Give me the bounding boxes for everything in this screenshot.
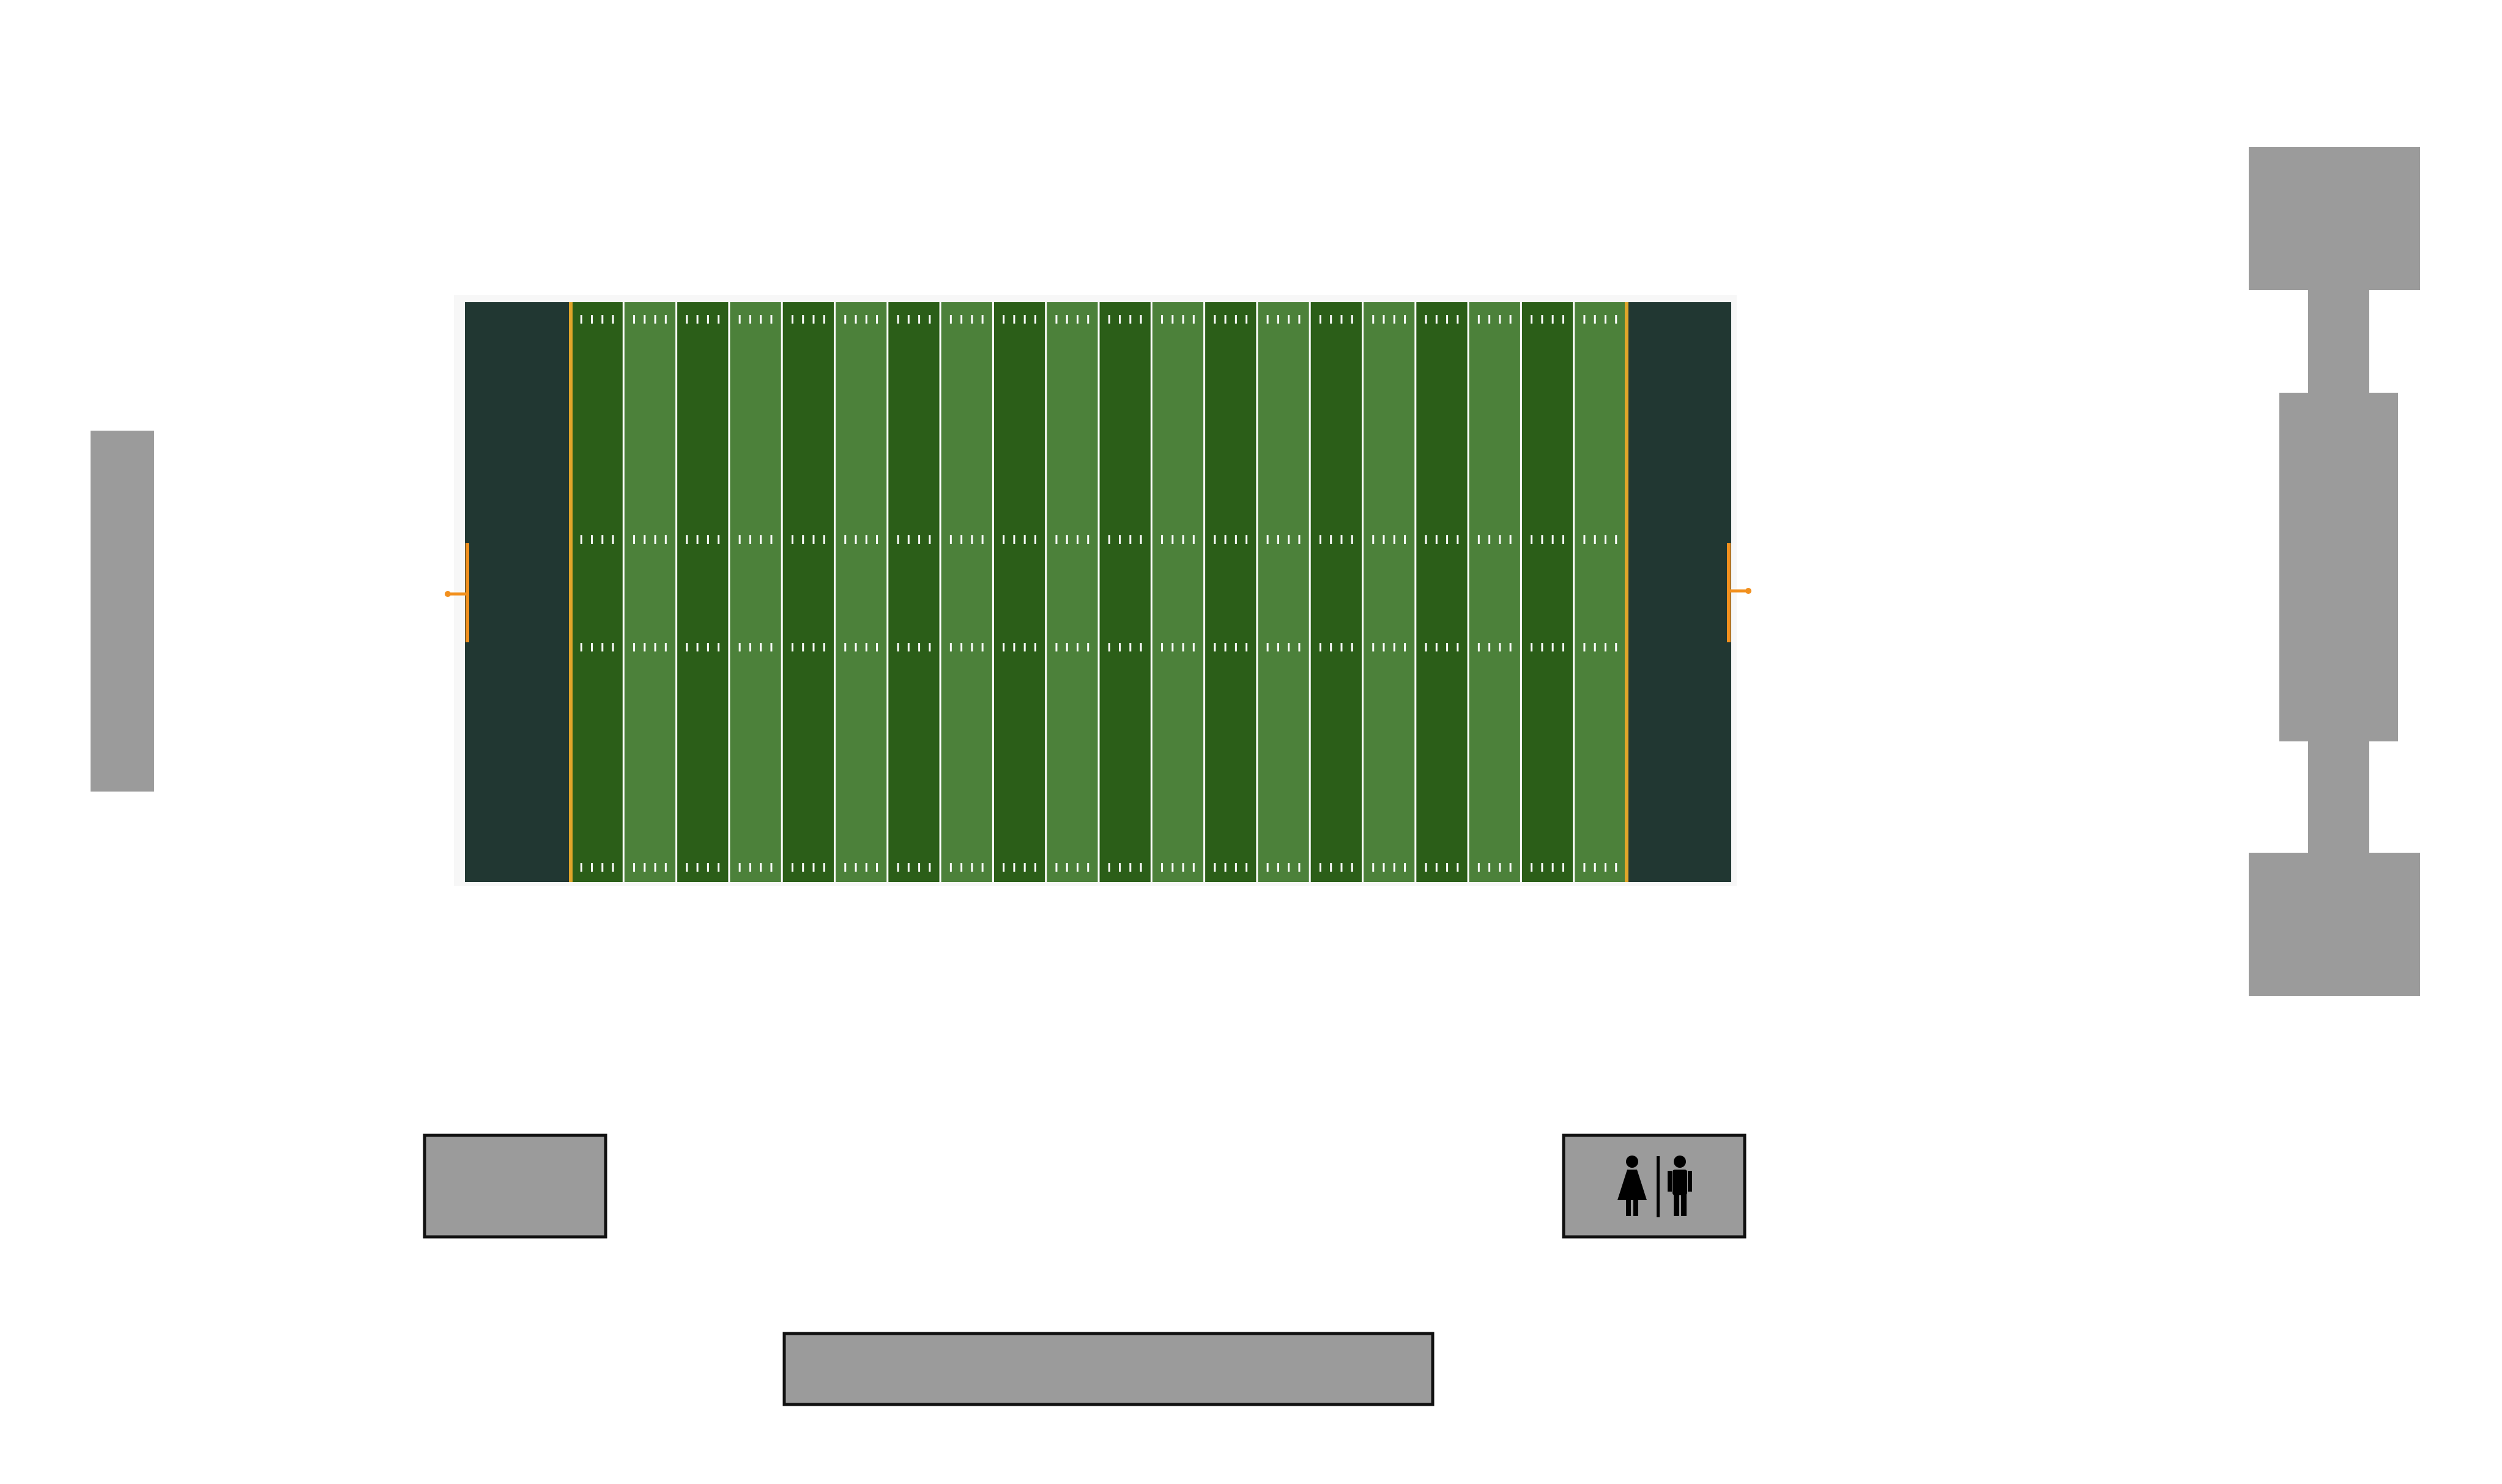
restroom-structure: [1562, 1133, 1747, 1239]
restroom-building[interactable]: [1562, 1133, 1747, 1239]
yard-stripe: [623, 302, 677, 882]
concession-stand[interactable]: [423, 1133, 607, 1239]
man-figure-body: [1672, 1170, 1687, 1195]
goal-post-east[interactable]: [1727, 543, 1751, 642]
building-north-connector: [2308, 288, 2369, 395]
left-bleacher[interactable]: [91, 431, 154, 792]
man-figure-leg: [1674, 1194, 1679, 1216]
yard-stripe: [1045, 302, 1099, 882]
goal-post-base: [1745, 588, 1751, 594]
football-field[interactable]: [445, 295, 1751, 886]
yard-stripe: [1151, 302, 1205, 882]
yard-stripe: [834, 302, 888, 882]
yard-stripe: [1573, 302, 1627, 882]
yard-stripe: [1362, 302, 1416, 882]
restroom-icon: [1617, 1156, 1692, 1217]
building-north-wing: [2249, 147, 2420, 290]
yard-stripe: [1310, 302, 1363, 882]
woman-figure-leg: [1626, 1199, 1631, 1216]
building-south-connector: [2308, 739, 2369, 855]
yard-stripe: [1521, 302, 1574, 882]
right-building[interactable]: [2249, 147, 2420, 996]
building-main-hall: [2279, 393, 2398, 741]
yard-stripe: [1468, 302, 1521, 882]
goal-post-base: [445, 591, 451, 597]
yard-stripe: [1099, 302, 1152, 882]
end-zone-east[interactable]: [1627, 302, 1731, 882]
yard-stripe: [782, 302, 835, 882]
yard-stripes: [571, 302, 1627, 882]
yard-stripe: [571, 302, 624, 882]
hash-marks: [580, 315, 1617, 872]
end-zone-west[interactable]: [465, 302, 571, 882]
yard-stripe: [1415, 302, 1469, 882]
man-figure-arm: [1688, 1171, 1692, 1192]
goal-post-west[interactable]: [445, 543, 469, 642]
man-figure-head: [1674, 1156, 1686, 1168]
building-south-wing: [2249, 853, 2420, 996]
man-figure-leg: [1681, 1194, 1687, 1216]
woman-figure-head: [1626, 1156, 1638, 1168]
yard-stripe: [993, 302, 1046, 882]
woman-figure-leg: [1633, 1199, 1638, 1216]
yard-stripe: [1257, 302, 1310, 882]
yard-stripe: [729, 302, 782, 882]
man-figure-arm: [1668, 1171, 1672, 1192]
woman-figure-body: [1617, 1170, 1647, 1200]
south-bleacher[interactable]: [782, 1332, 1435, 1406]
yard-stripe: [940, 302, 993, 882]
yard-stripe: [887, 302, 941, 882]
yard-stripe: [676, 302, 729, 882]
restroom-divider: [1657, 1156, 1660, 1217]
yard-stripe: [1204, 302, 1257, 882]
